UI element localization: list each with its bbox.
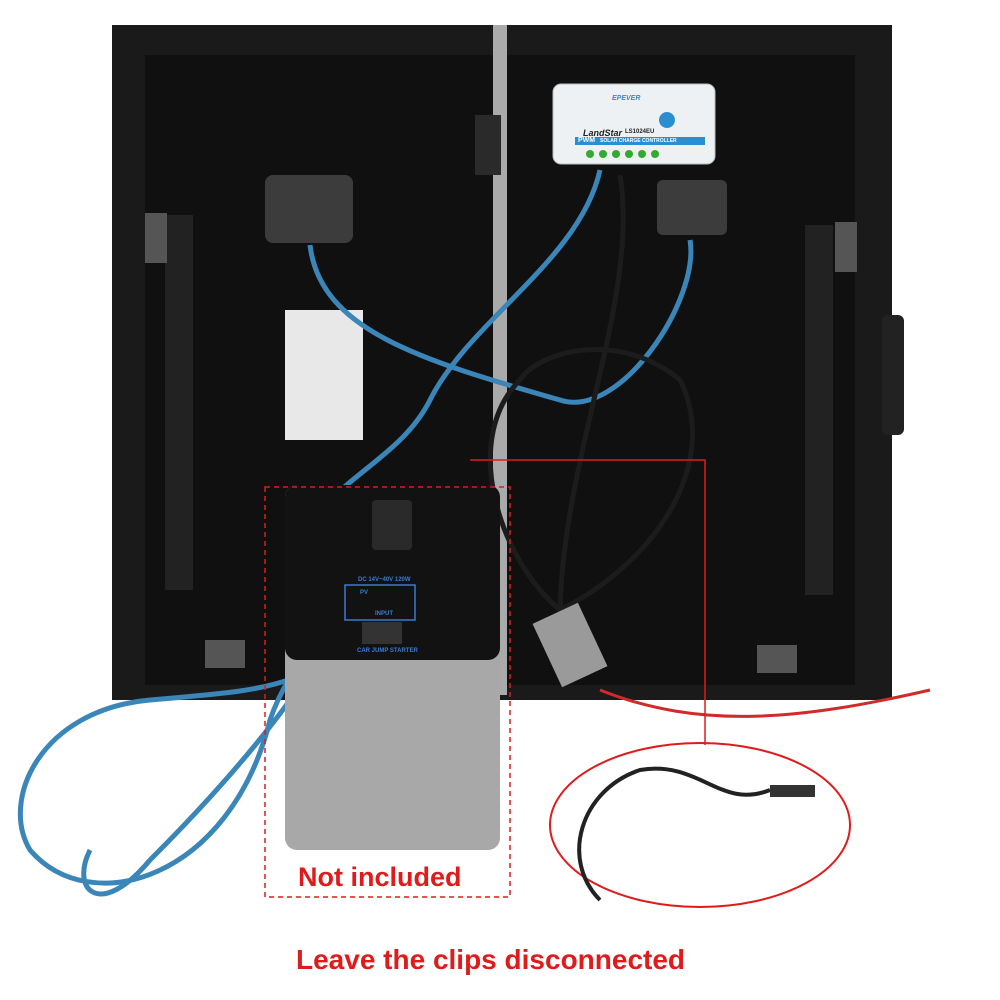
callout-ellipse (549, 742, 851, 908)
power-station-handle-icon (372, 500, 412, 550)
right-leg (805, 225, 833, 595)
power-station-top (285, 485, 500, 660)
not-included-box (264, 486, 511, 898)
spec-label (285, 310, 363, 440)
foot-right (757, 645, 797, 673)
anderson-connector (532, 602, 608, 688)
hinge-icon (475, 115, 501, 175)
foot-left (205, 640, 245, 668)
red-cable (599, 688, 931, 718)
left-leg (165, 215, 193, 590)
junction-box-left (265, 175, 353, 243)
controller-stripe (575, 137, 705, 145)
controller-description: SOLAR CHARGE CONTROLLER (600, 138, 677, 144)
right-clip-icon (835, 222, 857, 272)
pv-input-box (344, 584, 416, 621)
controller-terminals (586, 150, 659, 158)
not-included-caption: Not included (298, 862, 462, 892)
input-label: INPUT (375, 611, 393, 617)
pv-label: PV (360, 590, 369, 596)
mc4-connector-icon (770, 785, 815, 797)
input-rating: DC 14V~40V 120W (358, 577, 411, 583)
car-jump-label: CAR JUMP STARTER (357, 648, 418, 654)
left-clip-icon (145, 213, 167, 263)
junction-box-right (657, 180, 727, 235)
extension-cable (577, 766, 771, 902)
handle-icon (882, 315, 904, 435)
controller-brand: EPEVER (612, 95, 641, 102)
controller-model-name: LandStar (583, 128, 623, 138)
leave-clips-caption: Leave the clips disconnected (296, 944, 686, 975)
car-port-icon (362, 622, 402, 644)
controller-type: PWM (578, 137, 596, 144)
controller-button-icon[interactable] (659, 112, 675, 128)
controller-model-code: LS1024EU (625, 129, 655, 135)
callout-line (470, 459, 706, 745)
